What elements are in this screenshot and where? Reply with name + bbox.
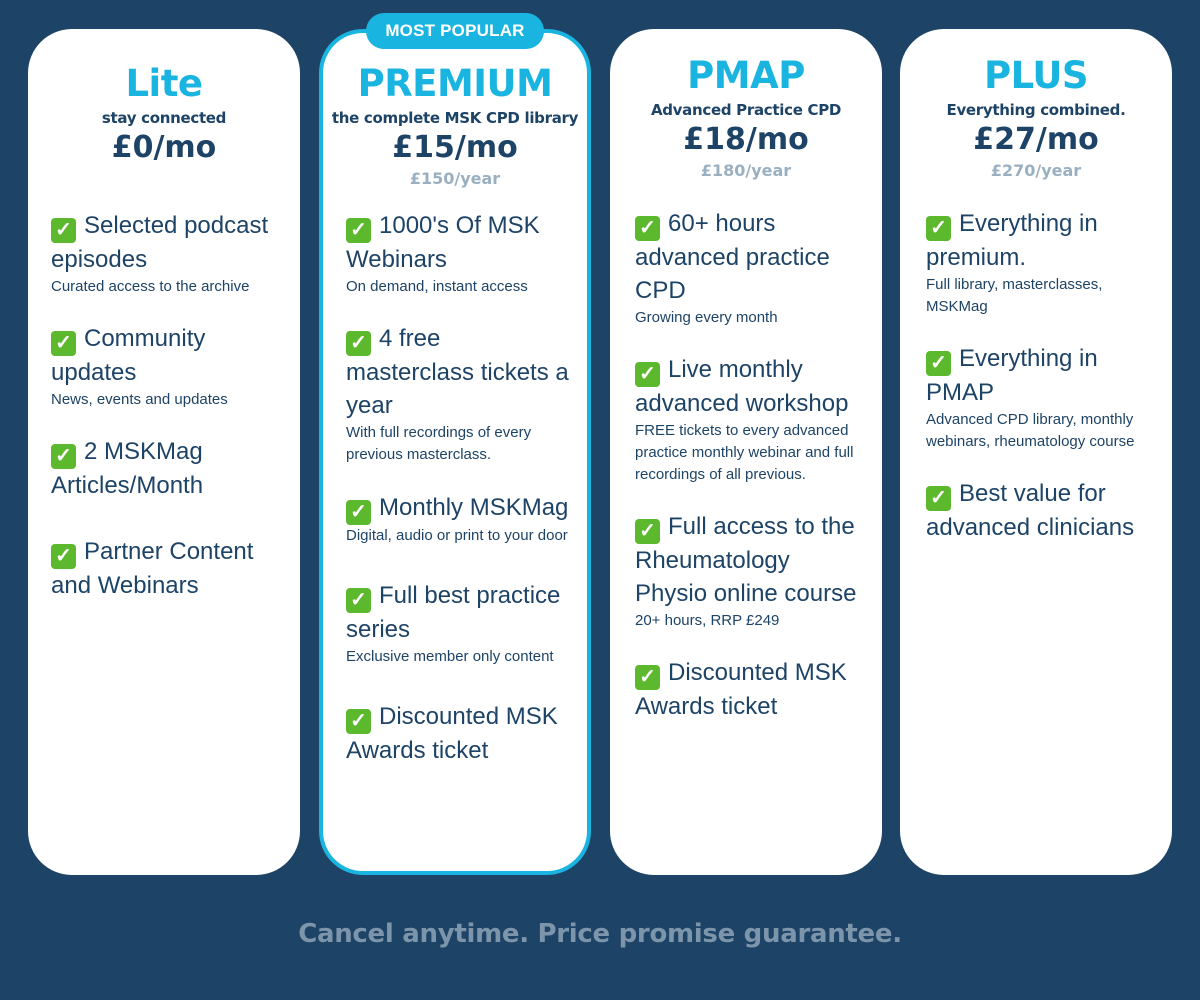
plan-price: £15/mo bbox=[392, 130, 518, 165]
feature-item: ✓4 free masterclass tickets a year With … bbox=[346, 322, 573, 466]
feature-item: ✓Full access to the Rheumatology Physio … bbox=[635, 510, 868, 632]
plan-price: £27/mo bbox=[973, 122, 1099, 157]
feature-title: Live monthly advanced workshop bbox=[635, 356, 849, 417]
plan-tagline: the complete MSK CPD library bbox=[331, 109, 579, 127]
feature-item: ✓Discounted MSK Awards ticket bbox=[635, 656, 868, 723]
check-mark-icon: ✓ bbox=[51, 331, 76, 356]
plan-yearly-price: £150/year bbox=[409, 169, 501, 188]
plan-card-lite[interactable]: Lite stay connected £0/mo ✓Selected podc… bbox=[28, 29, 300, 875]
feature-title: Discounted MSK Awards ticket bbox=[635, 659, 847, 720]
feature-item: ✓Everything in PMAP Advanced CPD library… bbox=[926, 342, 1158, 453]
feature-item: ✓ Monthly MSKMag Digital, audio or print … bbox=[346, 491, 573, 547]
check-mark-icon: ✓ bbox=[51, 218, 76, 243]
check-mark-icon: ✓ bbox=[926, 486, 951, 511]
plan-header: PREMIUM the complete MSK CPD library £15… bbox=[323, 63, 587, 189]
plan-card-pmap[interactable]: PMAP Advanced Practice CPD £18/mo £180/y… bbox=[610, 29, 882, 875]
feature-description: Digital, audio or print to your door bbox=[346, 527, 568, 544]
feature-title: Everything in PMAP bbox=[926, 345, 1098, 406]
feature-description: 20+ hours, RRP £249 bbox=[635, 612, 780, 629]
guarantee-footer: Cancel anytime. Price promise guarantee. bbox=[298, 919, 902, 949]
plan-tagline: Everything combined. bbox=[946, 101, 1126, 119]
check-mark-icon: ✓ bbox=[346, 709, 371, 734]
feature-description: Growing every month bbox=[635, 309, 778, 326]
feature-description: Full library, masterclasses, MSKMag bbox=[926, 276, 1103, 315]
feature-title: Partner Content and Webinars bbox=[51, 538, 254, 599]
feature-list: ✓1000's Of MSK Webinars On demand, insta… bbox=[346, 209, 573, 767]
check-mark-icon: ✓ bbox=[635, 216, 660, 241]
feature-list: ✓60+ hours advanced practice CPD Growing… bbox=[635, 207, 868, 723]
feature-item: ✓Discounted MSK Awards ticket bbox=[346, 700, 573, 767]
feature-description: FREE tickets to every advanced practice … bbox=[635, 422, 854, 483]
feature-title: Selected podcast episodes bbox=[51, 212, 269, 273]
feature-description: Exclusive member only content bbox=[346, 648, 554, 665]
check-mark-icon: ✓ bbox=[635, 362, 660, 387]
feature-title: Community updates bbox=[51, 325, 206, 386]
plan-header: Lite stay connected £0/mo bbox=[28, 63, 300, 166]
feature-title: 2 MSKMag Articles/Month bbox=[51, 438, 204, 499]
plan-header: PMAP Advanced Practice CPD £18/mo £180/y… bbox=[610, 55, 882, 181]
plan-yearly-price: £180/year bbox=[700, 161, 792, 180]
feature-title: 1000's Of MSK Webinars bbox=[346, 212, 540, 273]
feature-title: 4 free masterclass tickets a year bbox=[346, 325, 569, 419]
plan-tagline: stay connected bbox=[101, 109, 227, 127]
feature-item: ✓2 MSKMag Articles/Month bbox=[51, 435, 286, 502]
check-mark-icon: ✓ bbox=[51, 444, 76, 469]
check-mark-icon: ✓ bbox=[346, 500, 371, 525]
check-mark-icon: ✓ bbox=[51, 544, 76, 569]
feature-title: Everything in premium. bbox=[926, 210, 1098, 271]
feature-description: News, events and updates bbox=[51, 391, 228, 408]
feature-description: Advanced CPD library, monthly webinars, … bbox=[926, 411, 1135, 450]
feature-item: ✓Full best practice series Exclusive mem… bbox=[346, 579, 573, 668]
feature-list: ✓Everything in premium. Full library, ma… bbox=[926, 207, 1158, 544]
plan-price: £0/mo bbox=[111, 130, 217, 165]
feature-item: ✓Partner Content and Webinars bbox=[51, 535, 286, 602]
plan-name: PLUS bbox=[983, 54, 1089, 97]
plan-name: Lite bbox=[125, 62, 203, 105]
feature-title: Best value for advanced clinicians bbox=[926, 480, 1135, 541]
feature-description: Curated access to the archive bbox=[51, 278, 250, 295]
plan-name: PMAP bbox=[687, 54, 805, 97]
check-mark-icon: ✓ bbox=[346, 331, 371, 356]
feature-description: With full recordings of every previous m… bbox=[346, 424, 532, 463]
check-mark-icon: ✓ bbox=[346, 218, 371, 243]
feature-item: ✓Live monthly advanced workshop FREE tic… bbox=[635, 353, 868, 486]
feature-item: ✓Best value for advanced clinicians bbox=[926, 477, 1158, 544]
feature-item: ✓Community updates News, events and upda… bbox=[51, 322, 286, 411]
feature-item: ✓Selected podcast episodes Curated acces… bbox=[51, 209, 286, 298]
most-popular-badge: MOST POPULAR bbox=[366, 13, 544, 49]
feature-title: Full best practice series bbox=[346, 582, 561, 643]
feature-title: Full access to the Rheumatology Physio o… bbox=[635, 513, 857, 607]
feature-item: ✓Everything in premium. Full library, ma… bbox=[926, 207, 1158, 318]
plan-card-premium[interactable]: PREMIUM the complete MSK CPD library £15… bbox=[319, 29, 591, 875]
feature-list: ✓Selected podcast episodes Curated acces… bbox=[51, 209, 286, 602]
plan-card-plus[interactable]: PLUS Everything combined. £27/mo £270/ye… bbox=[900, 29, 1172, 875]
feature-title: Monthly MSKMag bbox=[379, 494, 569, 521]
plan-tagline: Advanced Practice CPD bbox=[650, 101, 842, 119]
check-mark-icon: ✓ bbox=[926, 351, 951, 376]
feature-item: ✓60+ hours advanced practice CPD Growing… bbox=[635, 207, 868, 329]
check-mark-icon: ✓ bbox=[926, 216, 951, 241]
plan-name: PREMIUM bbox=[357, 62, 553, 105]
feature-item: ✓1000's Of MSK Webinars On demand, insta… bbox=[346, 209, 573, 298]
plan-yearly-price: £270/year bbox=[990, 161, 1082, 180]
check-mark-icon: ✓ bbox=[635, 519, 660, 544]
check-mark-icon: ✓ bbox=[635, 665, 660, 690]
feature-title: 60+ hours advanced practice CPD bbox=[635, 210, 830, 304]
feature-title: Discounted MSK Awards ticket bbox=[346, 703, 558, 764]
plan-header: PLUS Everything combined. £27/mo £270/ye… bbox=[900, 55, 1172, 181]
feature-description: On demand, instant access bbox=[346, 278, 528, 295]
check-mark-icon: ✓ bbox=[346, 588, 371, 613]
plan-price: £18/mo bbox=[683, 122, 809, 157]
